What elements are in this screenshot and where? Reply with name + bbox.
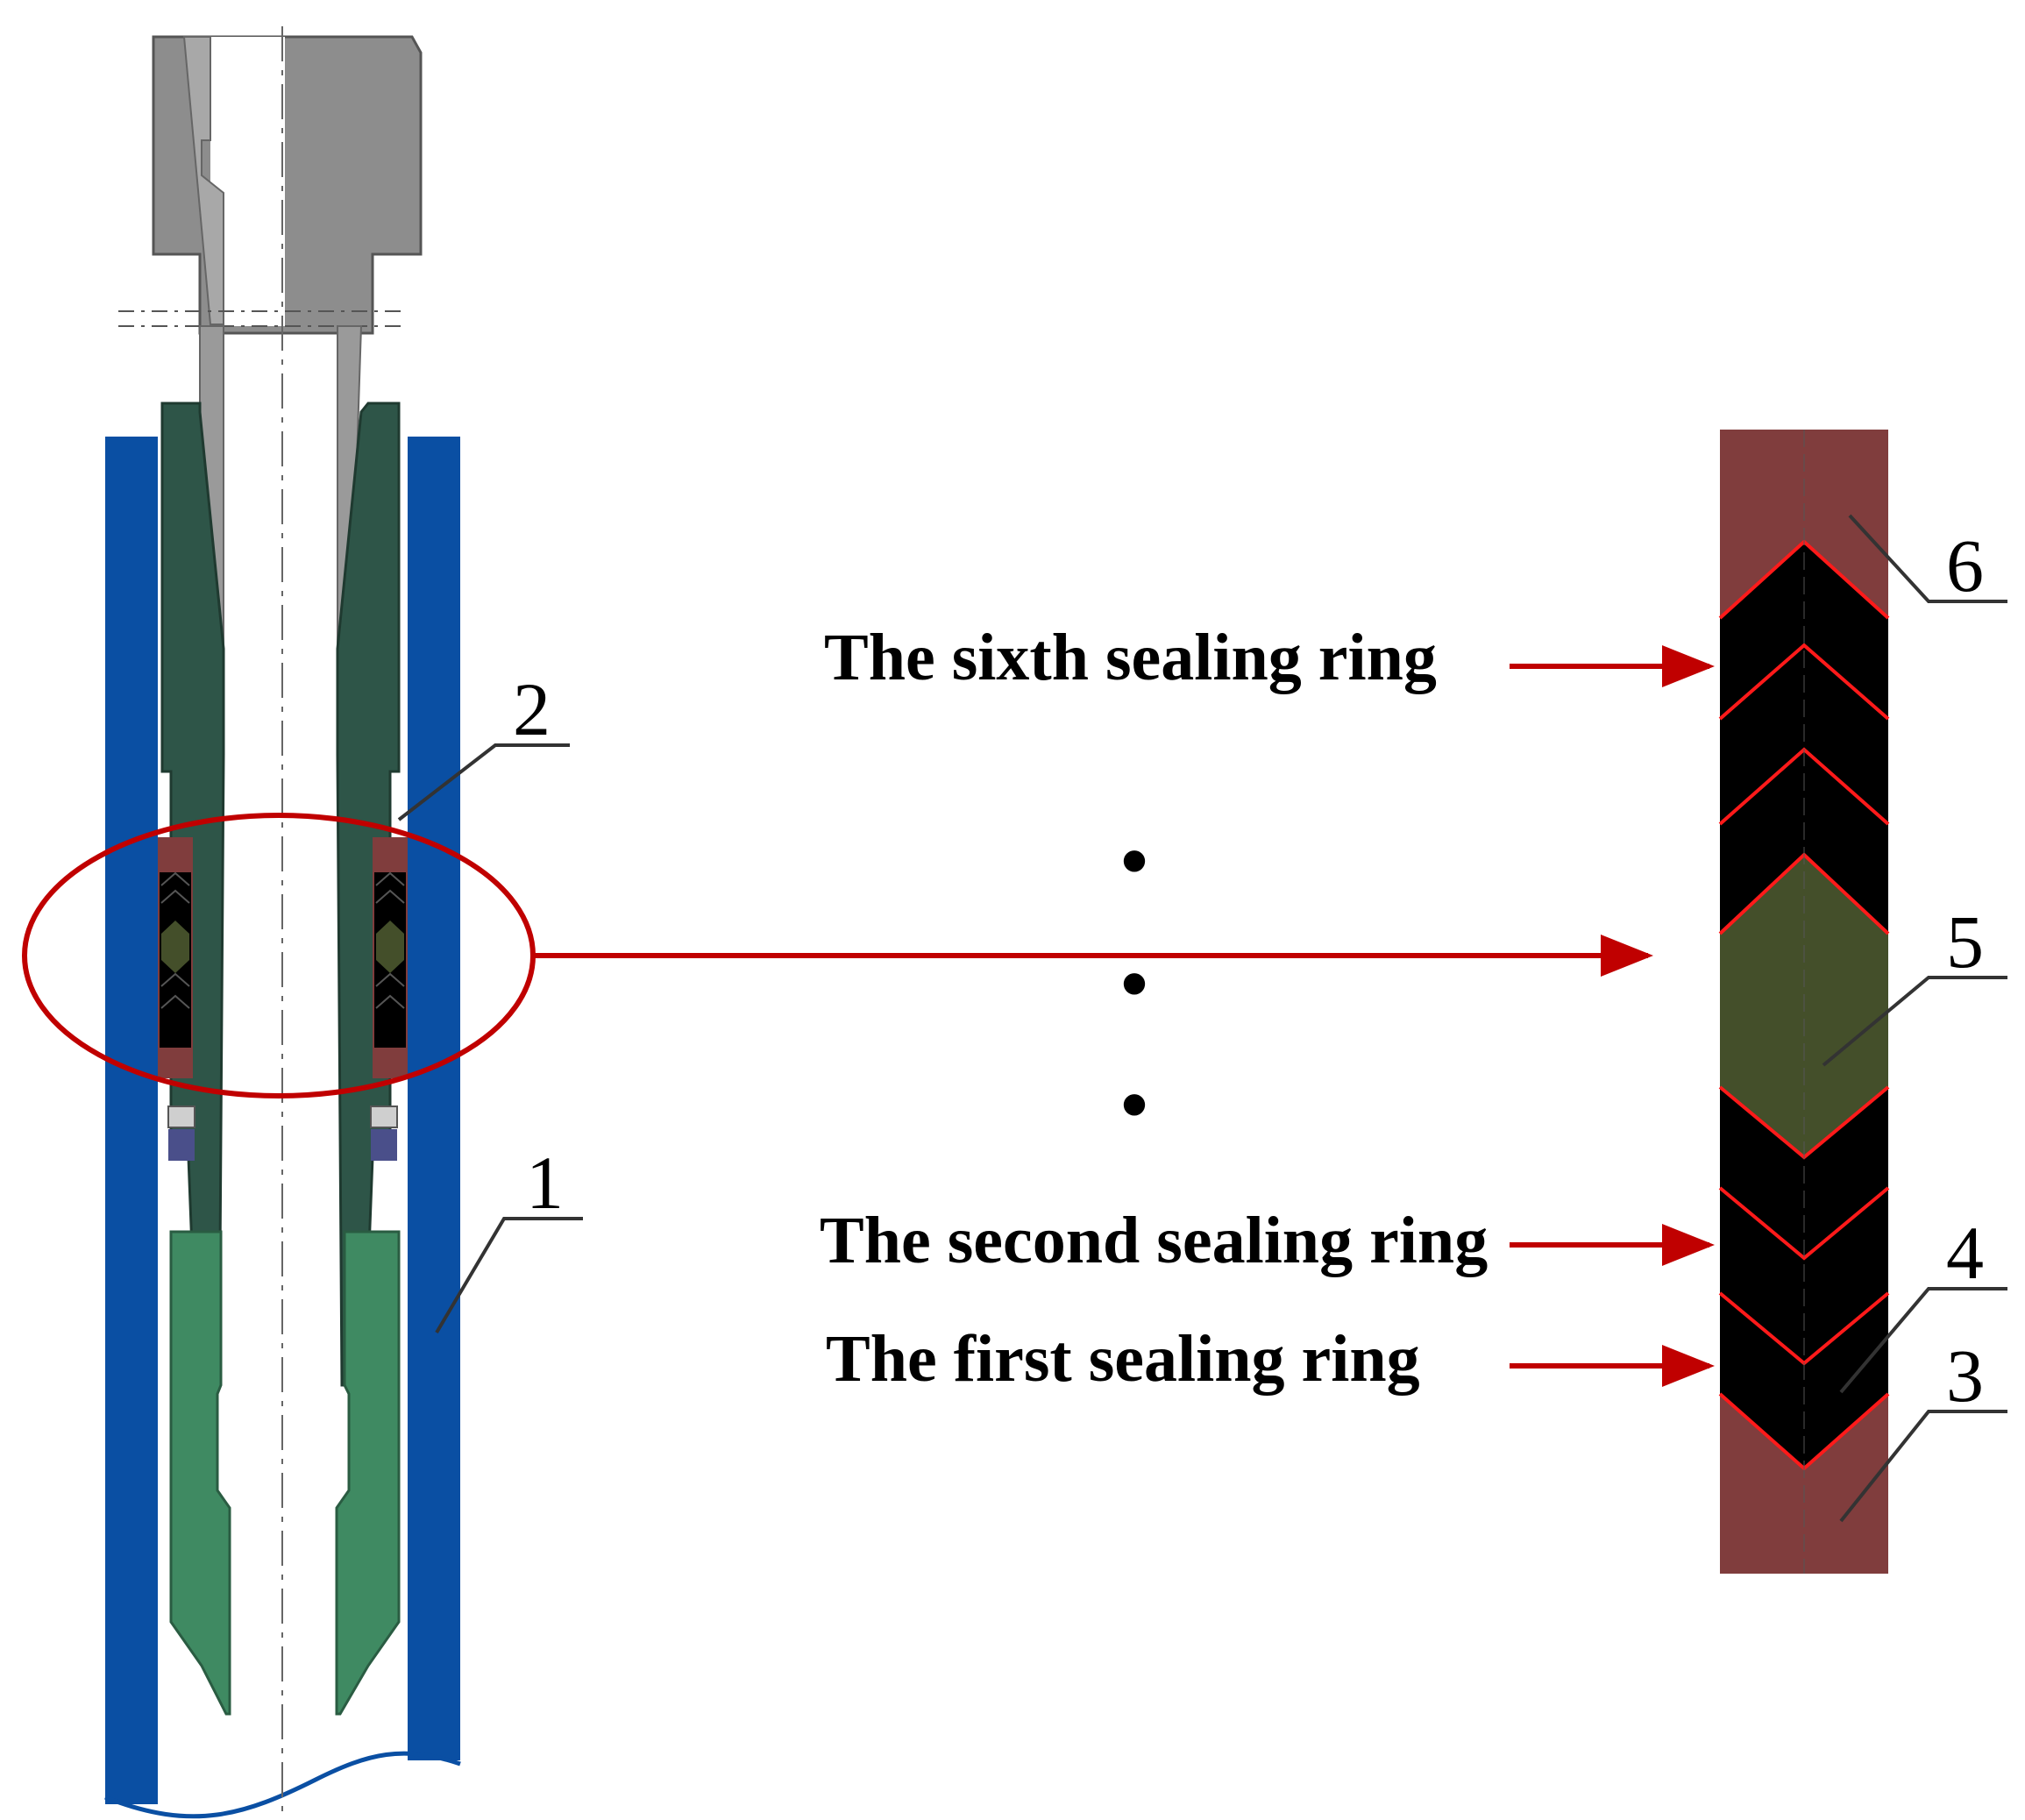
seal-stack-detail: 6 5 4 3 [1718,430,2007,1574]
bolt-right [370,1106,398,1128]
top-fitting-step [182,36,224,325]
callout-3-leader [1839,1410,2007,1523]
label-second-sealing-ring: The second sealing ring [820,1204,1488,1277]
tubing-right-wall [408,437,460,1760]
tubing-break-line [104,1751,461,1819]
callout-5-leader [1822,976,2007,1067]
lower-sub-left [169,1230,231,1716]
ellipsis-dot-3: • [1120,1062,1148,1148]
label-sixth-sealing-ring: The sixth sealing ring [824,621,1437,694]
callout-2-number: 2 [513,667,551,751]
label-first-sealing-ring: The first sealing ring [826,1322,1420,1396]
seal-zone-highlight [22,813,536,1098]
ellipsis-dot-2: • [1120,941,1148,1027]
bolt-left [167,1106,195,1128]
tubing-left-wall [105,437,158,1804]
callout-2-leader [397,743,570,821]
callout-3-number: 3 [1946,1333,1984,1418]
detail-bottom-ring [1720,1394,1888,1574]
seal-stack-left [160,871,191,1048]
tool-cross-section: 2 1 [22,26,583,1819]
seal-stack-right [374,871,406,1048]
callout-6-leader [1848,514,2007,603]
callout-4-leader [1839,1287,2007,1394]
callout-6-number: 6 [1946,523,1984,608]
callout-5-number: 5 [1946,899,1984,984]
callout-1-number: 1 [526,1141,564,1225]
callout-1-leader [435,1217,583,1334]
bolt-right-base [371,1129,397,1161]
bolt-left-base [168,1129,195,1161]
lower-sub-right [335,1230,401,1716]
callout-4-number: 4 [1946,1211,1984,1295]
ellipsis-dot-1: • [1120,818,1148,905]
